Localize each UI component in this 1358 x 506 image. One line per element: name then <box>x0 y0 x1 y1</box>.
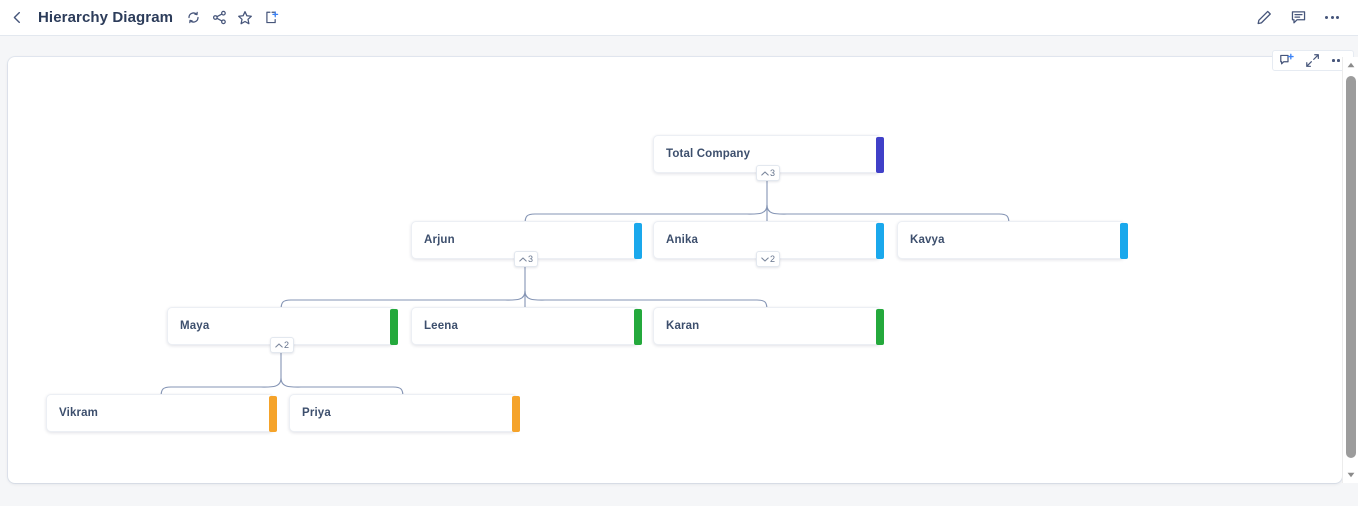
chevron-up-icon <box>275 342 283 348</box>
diagram-node-priya[interactable]: Priya <box>289 394 520 432</box>
refresh-icon[interactable] <box>184 9 202 27</box>
comment-icon[interactable] <box>1288 8 1308 28</box>
title-action-group <box>184 9 280 27</box>
node-accent-bar <box>512 396 520 432</box>
diagram-node-leena[interactable]: Leena <box>411 307 642 345</box>
header-right-actions <box>1254 8 1342 28</box>
badge-count: 2 <box>770 253 776 264</box>
node-label: Anika <box>666 234 699 246</box>
node-label: Priya <box>302 407 331 419</box>
scroll-up-arrow[interactable] <box>1343 57 1358 73</box>
node-label: Karan <box>666 320 700 332</box>
diagram-node-kavya[interactable]: Kavya <box>897 221 1128 259</box>
node-collapse-badge-arjun[interactable]: 3 <box>514 251 539 267</box>
node-label: Arjun <box>424 234 455 246</box>
node-label: Maya <box>180 320 210 332</box>
chevron-left-icon <box>13 11 20 24</box>
back-button[interactable] <box>4 5 30 31</box>
node-accent-bar <box>390 309 398 345</box>
page-title: Hierarchy Diagram <box>38 9 174 26</box>
star-icon[interactable] <box>236 9 254 27</box>
canvas-toolbar <box>1272 50 1354 71</box>
chevron-up-icon <box>761 170 769 176</box>
badge-count: 2 <box>284 339 290 350</box>
node-accent-bar <box>876 223 884 259</box>
node-accent-bar <box>876 309 884 345</box>
chevron-down-icon <box>761 256 769 262</box>
node-label: Kavya <box>910 234 945 246</box>
scroll-thumb[interactable] <box>1346 76 1356 458</box>
app-header: Hierarchy Diagram <box>0 0 1358 36</box>
edit-pencil-icon[interactable] <box>1254 8 1274 28</box>
vertical-scrollbar[interactable] <box>1342 57 1358 483</box>
diagram-canvas-card: Total Company 3 Arjun 3 Anika <box>8 57 1342 483</box>
badge-count: 3 <box>770 167 776 178</box>
node-expand-badge-anika[interactable]: 2 <box>756 251 781 267</box>
node-accent-bar <box>876 137 884 173</box>
add-comment-icon[interactable] <box>1279 53 1294 68</box>
add-to-collection-icon[interactable] <box>262 9 280 27</box>
share-icon[interactable] <box>210 9 228 27</box>
badge-count: 3 <box>528 253 534 264</box>
node-label: Vikram <box>59 407 99 419</box>
node-accent-bar <box>269 396 277 432</box>
node-accent-bar <box>1120 223 1128 259</box>
node-collapse-badge-maya[interactable]: 2 <box>270 337 295 353</box>
node-label: Leena <box>424 320 458 332</box>
node-label: Total Company <box>666 148 751 160</box>
node-accent-bar <box>634 309 642 345</box>
hierarchy-diagram[interactable]: Total Company 3 Arjun 3 Anika <box>8 57 1326 483</box>
diagram-node-vikram[interactable]: Vikram <box>46 394 277 432</box>
node-accent-bar <box>634 223 642 259</box>
node-collapse-badge-total-company[interactable]: 3 <box>756 165 781 181</box>
chevron-up-icon <box>519 256 527 262</box>
diagram-node-karan[interactable]: Karan <box>653 307 884 345</box>
scroll-down-arrow[interactable] <box>1343 467 1358 483</box>
more-options-icon[interactable] <box>1322 8 1342 28</box>
fullscreen-icon[interactable] <box>1305 53 1320 68</box>
